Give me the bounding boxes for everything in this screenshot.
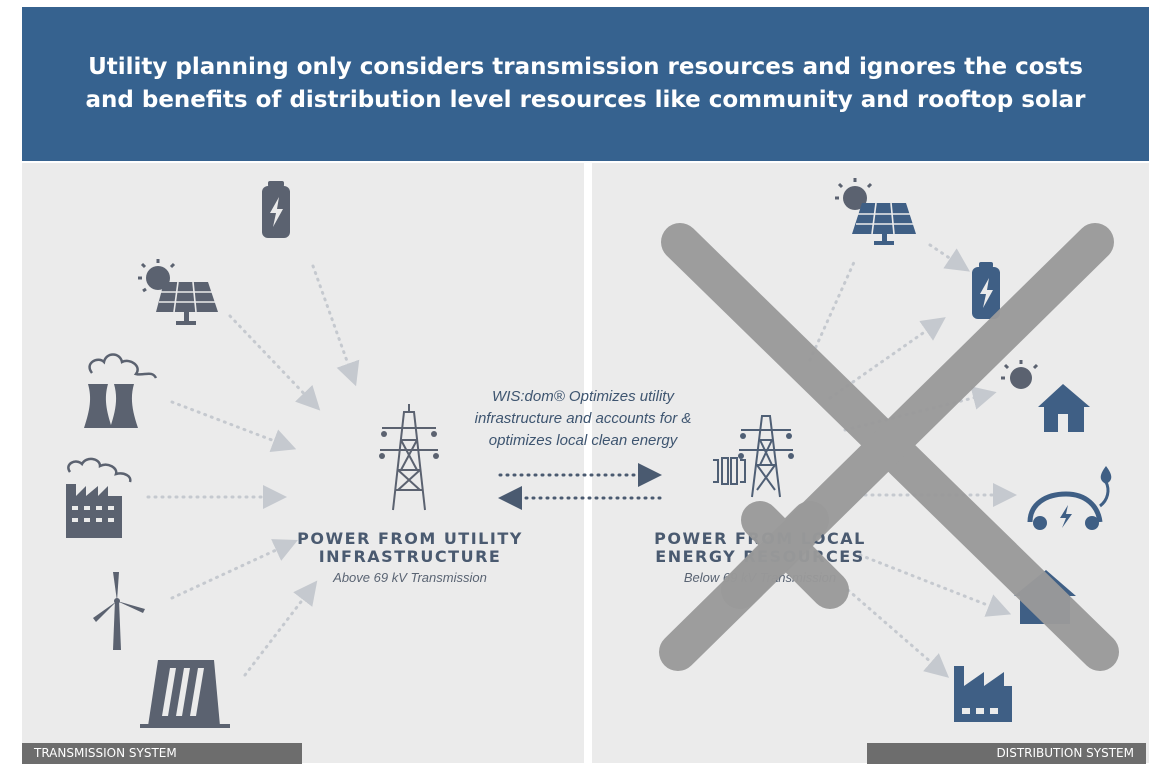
battery-icon	[262, 181, 290, 238]
right-heading-line-2: ENERGY RESOURCES	[655, 547, 865, 566]
transformer-icon	[713, 457, 746, 485]
left-subheading: Above 69 kV Transmission	[333, 570, 487, 585]
left-heading-line-2: INFRASTRUCTURE	[318, 547, 502, 566]
right-heading: POWER FROM LOCAL ENERGY RESOURCES	[640, 530, 880, 566]
electric-car-icon	[1027, 466, 1112, 530]
crossed-out-mark	[659, 223, 1119, 671]
distribution-system-label: DISTRIBUTION SYSTEM	[867, 743, 1146, 764]
transmission-panel	[22, 163, 584, 763]
right-subheading: Below 69 kV Transmission	[683, 570, 837, 585]
solar-home-icon	[1001, 360, 1090, 432]
transmission-system-label: TRANSMISSION SYSTEM	[22, 743, 302, 764]
wind-turbine-icon	[93, 572, 145, 650]
center-flow-arrows	[498, 463, 662, 510]
utility-tower-icon	[379, 404, 439, 511]
factory-icon	[954, 666, 1012, 722]
title-banner: Utility planning only considers transmis…	[22, 7, 1149, 161]
hydro-dam-icon	[140, 660, 230, 728]
battery-icon	[972, 262, 1000, 319]
solar-panel-icon	[835, 178, 916, 245]
nuclear-plant-icon	[84, 353, 158, 428]
left-heading-line-1: POWER FROM UTILITY	[297, 529, 523, 548]
left-flow-arrows	[146, 264, 360, 677]
center-caption: WIS:dom® Optimizes utility infrastructur…	[474, 388, 692, 449]
title: Utility planning only considers transmis…	[85, 54, 1086, 113]
right-heading-line-1: POWER FROM LOCAL	[654, 529, 866, 548]
factory-plant-icon	[66, 457, 132, 538]
left-heading: POWER FROM UTILITY INFRASTRUCTURE	[290, 530, 530, 566]
distribution-tower-icon	[738, 415, 794, 498]
solar-panel-icon	[138, 259, 218, 325]
